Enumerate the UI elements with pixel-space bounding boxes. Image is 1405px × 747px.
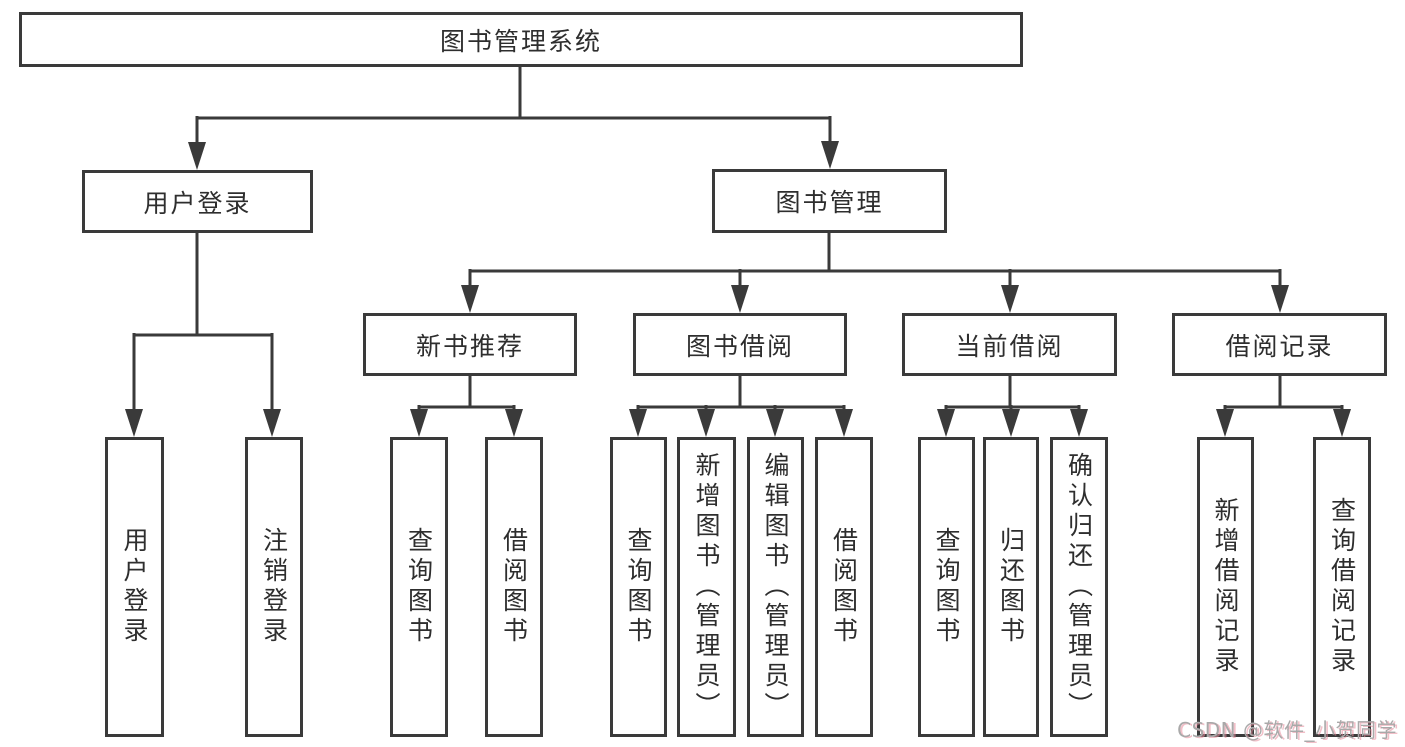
leaf-current-query-book: 查询图书	[918, 437, 975, 737]
arrow-down-icon	[188, 142, 206, 170]
node-book-management-label: 图书管理	[775, 188, 884, 217]
arrow-down-icon	[821, 141, 839, 169]
leaf-borrow-edit-book-admin: 编辑图书（管理员）	[747, 437, 804, 737]
connector-book-borrow-to-leaves	[629, 376, 853, 437]
leaf-borrow-add-book-admin-label: 新增图书（管理员）	[692, 452, 721, 722]
node-new-book-recommend-label: 新书推荐	[415, 331, 524, 361]
node-book-borrow: 图书借阅	[633, 313, 847, 376]
node-book-management: 图书管理	[712, 169, 947, 233]
connector-borrow-records-to-leaves	[1216, 376, 1351, 437]
leaf-borrow-query-book: 查询图书	[610, 437, 667, 737]
leaf-borrow-borrow-book-label: 借阅图书	[829, 527, 859, 647]
leaf-newrec-query-book: 查询图书	[390, 437, 448, 737]
leaf-logout: 注销登录	[245, 437, 303, 737]
leaf-newrec-borrow-book-label: 借阅图书	[499, 527, 529, 647]
arrow-down-icon	[505, 409, 523, 437]
arrow-down-icon	[731, 285, 749, 313]
leaf-current-confirm-return-admin-label: 确认归还（管理员）	[1064, 452, 1094, 722]
leaf-record-query-record-label: 查询借阅记录	[1327, 497, 1357, 677]
leaf-current-return-book-label: 归还图书	[996, 527, 1026, 647]
arrow-down-icon	[461, 285, 479, 313]
leaf-current-return-book: 归还图书	[983, 437, 1039, 737]
connector-new-book-recommend-to-leaves	[410, 376, 523, 437]
arrow-down-icon	[697, 409, 715, 437]
arrow-down-icon	[835, 409, 853, 437]
arrow-down-icon	[1070, 409, 1088, 437]
node-new-book-recommend: 新书推荐	[363, 313, 577, 376]
arrow-down-icon	[766, 409, 784, 437]
node-user-login-label: 用户登录	[143, 188, 252, 218]
arrow-down-icon	[125, 409, 143, 437]
leaf-user-login: 用户登录	[105, 437, 164, 737]
leaf-record-add-record-label: 新增借阅记录	[1211, 497, 1240, 677]
node-borrow-records: 借阅记录	[1172, 313, 1387, 376]
leaf-newrec-borrow-book: 借阅图书	[485, 437, 543, 737]
arrow-down-icon	[937, 409, 955, 437]
leaf-borrow-borrow-book: 借阅图书	[815, 437, 873, 737]
leaf-borrow-edit-book-admin-label: 编辑图书（管理员）	[761, 452, 790, 722]
leaf-logout-label: 注销登录	[259, 527, 289, 647]
arrow-down-icon	[629, 409, 647, 437]
node-current-borrow: 当前借阅	[902, 313, 1117, 376]
arrow-down-icon	[1216, 409, 1234, 437]
node-book-borrow-label: 图书借阅	[685, 331, 794, 361]
leaf-user-login-label: 用户登录	[120, 527, 149, 647]
connector-book-management-to-level3	[461, 233, 1289, 313]
node-root-system-label: 图书管理系统	[439, 26, 602, 56]
node-current-borrow-label: 当前借阅	[955, 331, 1064, 361]
connector-user-login-to-leaves	[125, 233, 281, 437]
leaf-current-confirm-return-admin: 确认归还（管理员）	[1050, 437, 1108, 737]
leaf-newrec-query-book-label: 查询图书	[404, 527, 434, 647]
arrow-down-icon	[1002, 409, 1020, 437]
csdn-watermark: CSDN @软件_小贺同学	[1177, 718, 1397, 742]
arrow-down-icon	[410, 409, 428, 437]
leaf-record-query-record: 查询借阅记录	[1313, 437, 1371, 737]
leaf-borrow-query-book-label: 查询图书	[624, 527, 653, 647]
leaf-borrow-add-book-admin: 新增图书（管理员）	[677, 437, 736, 737]
arrow-down-icon	[263, 409, 281, 437]
arrow-down-icon	[1001, 285, 1019, 313]
arrow-down-icon	[1333, 409, 1351, 437]
connector-current-borrow-to-leaves	[937, 376, 1088, 437]
leaf-current-query-book-label: 查询图书	[932, 527, 961, 647]
leaf-record-add-record: 新增借阅记录	[1197, 437, 1254, 737]
node-root-system: 图书管理系统	[19, 12, 1023, 67]
node-borrow-records-label: 借阅记录	[1225, 331, 1334, 361]
arrow-down-icon	[1271, 285, 1289, 313]
node-user-login: 用户登录	[82, 170, 313, 233]
connector-root-to-level2	[188, 67, 839, 170]
